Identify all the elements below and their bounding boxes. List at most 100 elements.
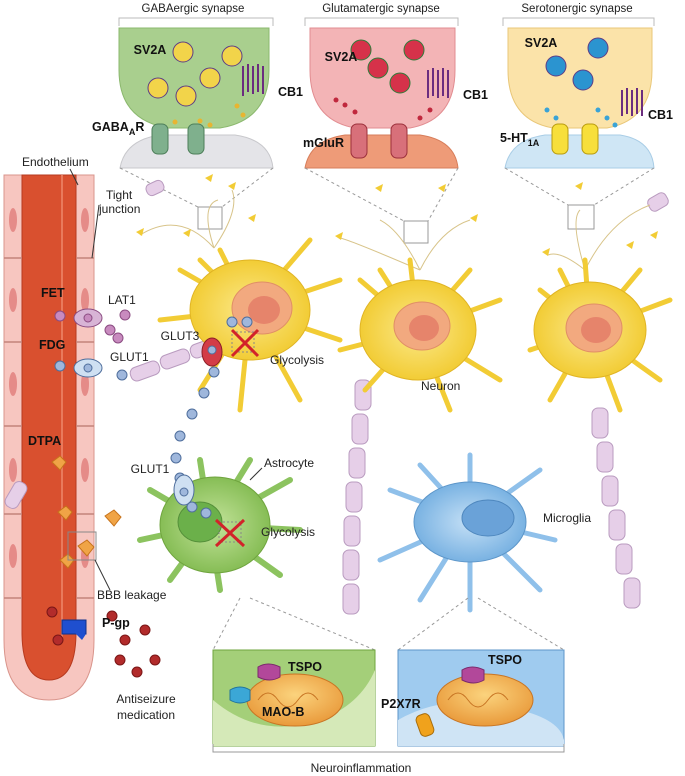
astrocyte-pointer — [249, 467, 263, 481]
mglur-receptor-icon — [350, 123, 408, 159]
lat1-transporter-icon — [73, 308, 103, 328]
neuron-middle — [337, 257, 503, 413]
gaba-cb1-label: CB1 — [278, 85, 303, 99]
glu-cb1-label: CB1 — [463, 88, 488, 102]
fdg-molecule — [54, 360, 66, 372]
neuron-middle-nucleolus — [409, 315, 439, 341]
p2x7r-label: P2X7R — [381, 697, 421, 711]
5ht1a-receptor-icon — [551, 123, 599, 155]
astro-tspo-icon — [257, 663, 281, 681]
maob-label: MAO-B — [262, 705, 304, 719]
vessel-lumen — [21, 174, 77, 681]
asm-outside — [106, 610, 161, 678]
asm-molecule — [46, 606, 58, 618]
neuron-glycolysis-label: Glycolysis — [270, 353, 324, 367]
p2x7r-icon — [415, 713, 435, 737]
glu-released-nt — [333, 97, 433, 121]
fet-label: FET — [41, 286, 65, 300]
astrocyte — [137, 457, 303, 593]
5ht1a-label: 5-HT1A — [500, 131, 540, 148]
fet-molecule — [54, 310, 66, 322]
sero-sv2a-label: SV2A — [525, 36, 558, 50]
synapse-titles: GABAergic synapse Glutamatergic synapse … — [118, 3, 655, 26]
neuroinflammation-label: Neuroinflammation — [311, 761, 412, 775]
sero-released-nt — [544, 107, 618, 128]
glu-vesicles — [350, 39, 425, 94]
neuroinflammation-bracket — [212, 744, 565, 753]
astro-tspo-label: TSPO — [288, 660, 322, 674]
gaba-sv2a-label: SV2A — [134, 43, 167, 57]
micro-tspo-label: TSPO — [488, 653, 522, 667]
inset-zoom-lines — [212, 597, 565, 651]
microglia-nucleus — [461, 499, 515, 537]
glu-synapse-title: Glutamatergic synapse — [322, 3, 440, 15]
gaba-released-nt — [172, 103, 246, 128]
fet-outside — [104, 309, 131, 344]
maob-icon — [229, 686, 251, 704]
sero-synapse: SV2A CB1 5-HT1A — [500, 27, 673, 169]
astrocyte-glucose — [186, 501, 212, 519]
bbb-leak-box — [67, 531, 97, 561]
glu-sv2a-label: SV2A — [325, 50, 358, 64]
pgp-label: P-gp — [102, 616, 130, 630]
sero-vesicles — [545, 37, 609, 91]
neuron-right — [527, 257, 673, 413]
gaba-bracket — [118, 17, 274, 26]
lat1-label: LAT1 — [108, 293, 136, 307]
fdg-label: FDG — [39, 338, 65, 352]
micro-tspo-icon — [461, 666, 485, 684]
asm-label-1: Antiseizure — [116, 692, 176, 706]
sero-cb1-label: CB1 — [648, 108, 673, 122]
blood-vessel — [3, 174, 95, 701]
glut3-transporter-icon — [201, 337, 223, 367]
myelinated-axons — [4, 179, 669, 615]
dtpa-leaked — [104, 509, 122, 527]
microglia-inset: TSPO P2X7R — [381, 649, 565, 747]
sero-bracket — [502, 17, 655, 26]
dtpa-in-box — [77, 539, 95, 557]
glut1-vessel-label: GLUT1 — [110, 350, 149, 364]
axon-terminals — [136, 174, 658, 256]
endothelium-pointer — [69, 168, 79, 186]
neuron-label: Neuron — [421, 379, 460, 393]
zoom-boxes — [197, 204, 595, 244]
astrocyte-glycolysis-label: Glycolysis — [261, 525, 315, 539]
astrocyte-glycolysis-blocked-icon — [214, 518, 246, 548]
glut1-vessel-transporter-icon — [73, 358, 103, 378]
neurites — [139, 189, 651, 271]
astrocyte-glut1-transporter-icon — [173, 474, 195, 506]
gaba-synapse: SV2A CB1 GABAAR — [92, 27, 303, 169]
microglia-label: Microglia — [543, 511, 591, 525]
sero-cb1-receptor-icon — [621, 88, 643, 116]
glut3-label: GLUT3 — [161, 329, 200, 343]
asm-molecule — [52, 634, 64, 646]
bbb-leakage-pointer — [94, 559, 111, 591]
neuron-left — [157, 237, 343, 413]
gaba-synapse-title: GABAergic synapse — [142, 3, 245, 15]
gaba-vesicles — [147, 41, 243, 107]
endothelium-label: Endothelium — [22, 155, 89, 169]
gaba-cb1-receptor-icon — [242, 64, 264, 96]
sero-postsynaptic-terminal — [504, 134, 655, 169]
glu-cb1-receptor-icon — [427, 68, 449, 98]
tight-junction-pointer — [91, 204, 100, 259]
astrocyte-nucleus — [177, 501, 223, 543]
pgp-transporter-icon — [61, 619, 87, 640]
microglia — [377, 452, 558, 613]
sero-synapse-title: Serotonergic synapse — [521, 3, 632, 15]
glu-postsynaptic-terminal — [304, 134, 459, 169]
glu-synapse: SV2A CB1 mGluR — [303, 27, 488, 169]
tight-junction-label-2: junction — [98, 202, 140, 216]
astrocyte-inset: TSPO MAO-B — [212, 649, 376, 747]
neuron-right-nucleolus — [581, 317, 611, 343]
astrocyte-label: Astrocyte — [264, 456, 314, 470]
glu-bracket — [304, 17, 459, 26]
fdg-outside — [116, 369, 128, 381]
astrocyte-glut1-label: GLUT1 — [131, 462, 170, 476]
neuron-glycolysis-blocked-icon — [230, 328, 260, 358]
bbb-leakage-label: BBB leakage — [97, 588, 167, 602]
mglur-label: mGluR — [303, 136, 344, 150]
dtpa-label: DTPA — [28, 434, 61, 448]
asm-label-2: medication — [117, 708, 175, 722]
